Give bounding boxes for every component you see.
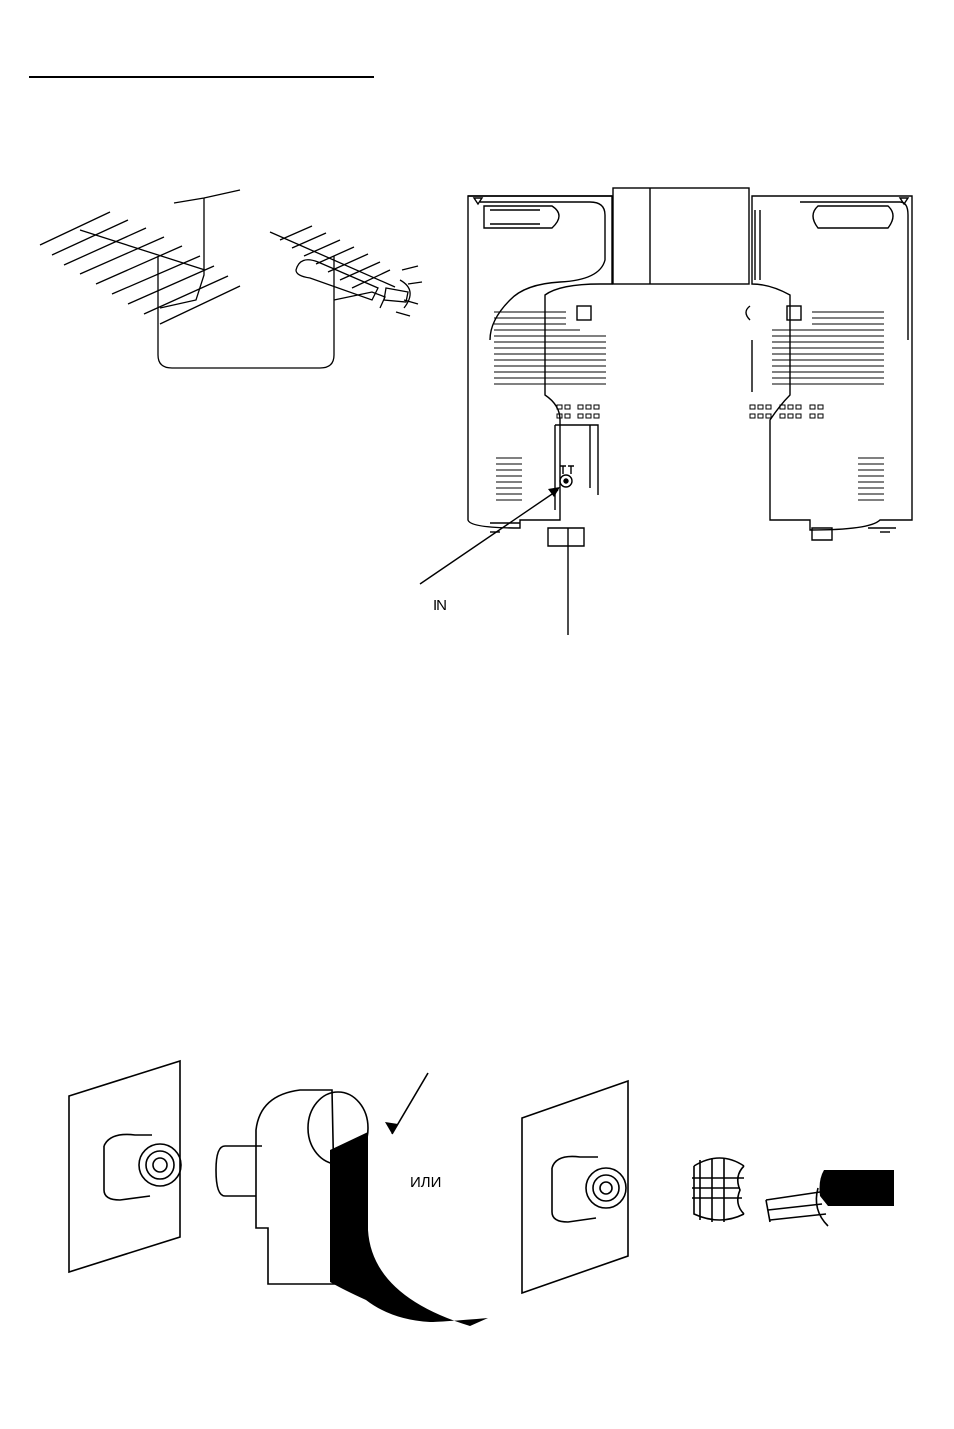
or-text: ИЛИ (410, 1175, 441, 1190)
